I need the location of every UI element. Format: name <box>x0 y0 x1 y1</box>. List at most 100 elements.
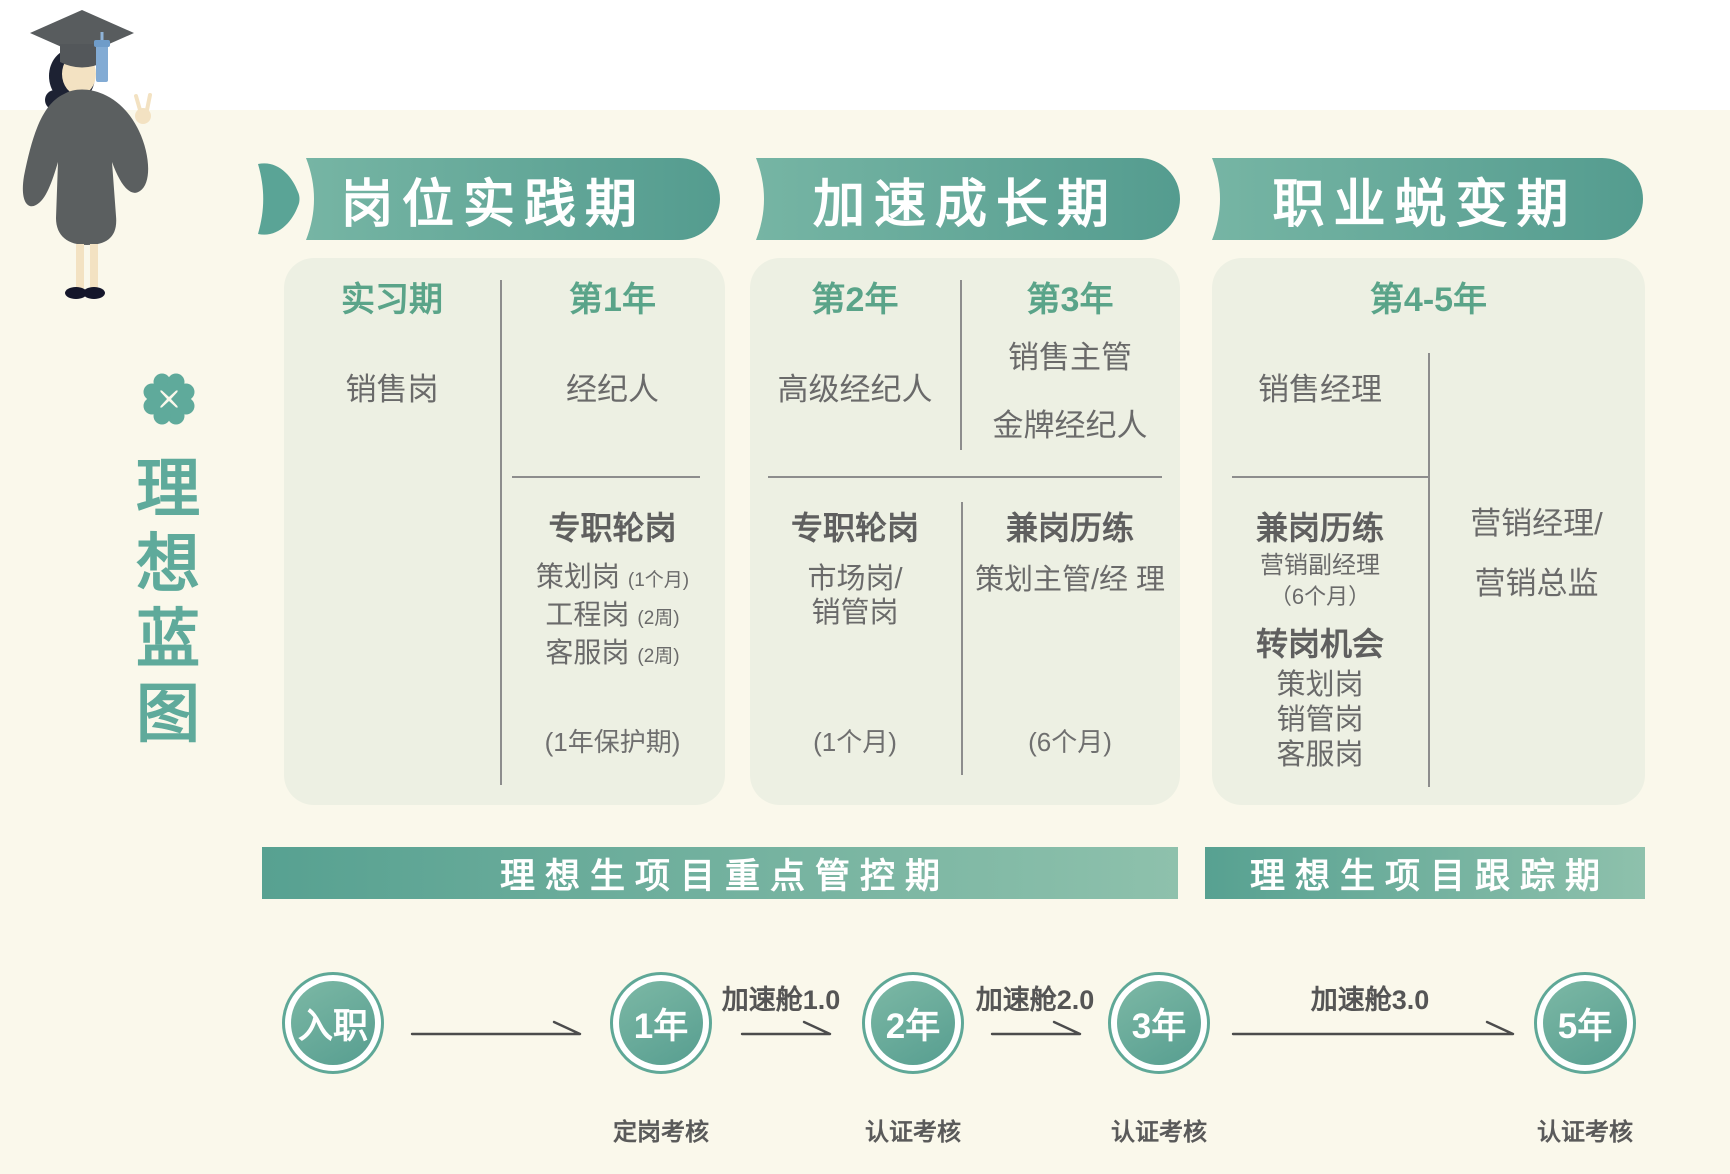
stage3-block2-item: 销管岗 <box>1276 704 1364 736</box>
stage1-left-role: 销售岗 <box>345 372 439 407</box>
leg <box>76 244 84 288</box>
rotation-item: 策划岗 (1个月) <box>500 560 725 598</box>
four-leaf-clover-icon <box>143 373 195 425</box>
gown <box>22 89 149 245</box>
timeline-node-entry: 入职 <box>282 972 384 1074</box>
stage1-column-divider <box>500 280 502 785</box>
accel-cabin-1-label: 加速舱1.0 <box>721 985 841 1015</box>
node-caption: 认证考核 <box>1111 1119 1207 1146</box>
stage1-rotation-title: 专职轮岗 <box>548 510 677 546</box>
stage2-right-line: 策划主管/经 理 <box>974 564 1166 596</box>
stage2-left-period: 第2年 <box>811 281 899 319</box>
stage2-row-divider <box>768 476 1162 478</box>
stage1-right-role: 经纪人 <box>566 372 659 407</box>
ribbon-bar <box>1212 158 1643 240</box>
rotation-duration: (2周) <box>637 608 680 629</box>
timeline-node-year2: 2年 <box>862 972 964 1074</box>
rotation-name: 工程岗 <box>545 599 630 630</box>
node-caption: 认证考核 <box>865 1119 961 1146</box>
tracking-period-banner: 理想生项目跟踪期 <box>1205 847 1645 899</box>
vertical-title-char: 理 <box>136 453 200 525</box>
stage2-ribbon-shape <box>756 158 1180 240</box>
timeline-node-label: 2年 <box>871 981 955 1065</box>
arrow <box>1231 1020 1515 1036</box>
stage2-left-line: 市场岗/ <box>807 563 903 595</box>
stage2-left-line: 销管岗 <box>811 597 899 629</box>
top-white-strip <box>0 0 1730 110</box>
timeline-node-label: 1年 <box>619 981 703 1065</box>
timeline-node-label: 5年 <box>1543 981 1627 1065</box>
tassel-knot <box>94 40 110 47</box>
stage3-block1-line: （6个月） <box>1269 584 1371 609</box>
stage3-block2-title: 转岗机会 <box>1255 626 1384 662</box>
arrow <box>740 1020 832 1036</box>
finger <box>145 93 152 112</box>
stage2-left-block-title: 专职轮岗 <box>790 510 919 546</box>
stage2-right-block-title: 兼岗历练 <box>1005 510 1134 546</box>
rotation-name: 策划岗 <box>535 561 620 592</box>
vertical-title-char: 图 <box>136 678 200 750</box>
shoe <box>83 287 105 299</box>
stage2-left-role: 高级经纪人 <box>777 372 933 407</box>
timeline-node-label: 入职 <box>291 981 375 1065</box>
stage1-note: (1年保护期) <box>544 727 681 757</box>
timeline-arrows <box>410 1020 1515 1036</box>
stage2-bottom-divider <box>961 502 963 775</box>
rotation-item: 客服岗 (2周) <box>500 636 725 674</box>
stage2-right-role: 金牌经纪人 <box>992 408 1148 443</box>
stage2-left-note: (1个月) <box>813 727 897 757</box>
tassel <box>96 44 108 82</box>
stage3-ribbon-title: 职业蜕变期 <box>1272 176 1578 234</box>
clover-petal <box>143 383 167 415</box>
stage2-right-period: 第3年 <box>1026 281 1114 319</box>
vertical-title-char: 蓝 <box>136 603 200 675</box>
arrow <box>410 1020 582 1036</box>
vertical-title-char: 想 <box>136 528 200 600</box>
stage1-card: 实习期 第1年 销售岗 经纪人 专职轮岗 策划岗 (1个月) 工程岗 (2周) … <box>284 258 725 805</box>
ribbon-bar <box>306 158 720 240</box>
stage1-right-period: 第1年 <box>569 281 656 319</box>
accel-cabin-3-label: 加速舱3.0 <box>1310 985 1430 1015</box>
timeline-node-year3: 3年 <box>1108 972 1210 1074</box>
stage3-period: 第4-5年 <box>1369 281 1488 319</box>
node-caption: 定岗考核 <box>613 1119 709 1146</box>
ribbon-bar <box>756 158 1180 240</box>
clover-petal <box>171 383 195 415</box>
stage3-column-divider <box>1428 353 1430 787</box>
stage3-block1-line: 营销副经理 <box>1260 552 1380 579</box>
stage1-row-divider <box>512 476 700 478</box>
rotation-item: 工程岗 (2周) <box>500 598 725 636</box>
stage3-left-role: 销售经理 <box>1258 372 1382 407</box>
rotation-name: 客服岗 <box>545 637 630 668</box>
cap-base <box>60 44 104 68</box>
graduate-student-illustration <box>22 10 152 299</box>
stage3-row-divider <box>1232 476 1428 478</box>
accel-cabin-2-label: 加速舱2.0 <box>975 985 1095 1015</box>
finger <box>134 94 142 112</box>
stage2-ribbon-title: 加速成长期 <box>812 176 1118 234</box>
stage3-right-role: 营销总监 <box>1474 566 1599 601</box>
stage1-left-period: 实习期 <box>341 281 443 319</box>
timeline-node-year1: 1年 <box>610 972 712 1074</box>
stage2-right-role: 销售主管 <box>1008 340 1132 375</box>
stage3-block2-item: 策划岗 <box>1276 669 1364 701</box>
stage3-ribbon-shape <box>1212 158 1643 240</box>
stage3-card: 第4-5年 销售经理 兼岗历练 营销副经理 （6个月） 转岗机会 策划岗 销管岗… <box>1212 258 1645 805</box>
stage1-ribbon-title: 岗位实践期 <box>340 176 646 234</box>
stage1-ribbon-shape <box>258 158 720 240</box>
stage3-block1-title: 兼岗历练 <box>1255 510 1384 546</box>
timeline-node-year5: 5年 <box>1534 972 1636 1074</box>
vertical-title: 理 想 蓝 图 <box>108 452 228 752</box>
hand <box>135 108 151 124</box>
control-period-banner: 理想生项目重点管控期 <box>262 847 1178 899</box>
stage3-right-role: 营销经理/ <box>1470 506 1603 541</box>
stage1-rotation-list: 策划岗 (1个月) 工程岗 (2周) 客服岗 (2周) <box>500 560 725 674</box>
ribbon-tail <box>258 163 300 235</box>
arrow <box>990 1020 1082 1036</box>
shoe <box>65 287 87 299</box>
leg <box>90 244 98 288</box>
rotation-duration: (1个月) <box>627 570 690 591</box>
timeline-node-label: 3年 <box>1117 981 1201 1065</box>
stage2-right-note: (6个月) <box>1028 727 1112 757</box>
stage3-block2-item: 客服岗 <box>1276 739 1364 771</box>
